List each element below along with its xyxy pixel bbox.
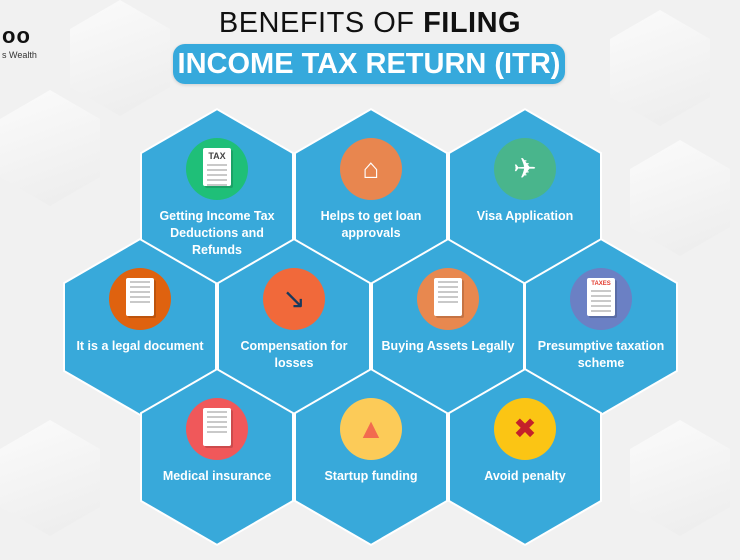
benefit-label: Buying Assets Legally: [381, 339, 515, 354]
benefit-label: Helps to get loan approvals: [320, 209, 422, 241]
icon-text: TAXES: [591, 281, 611, 288]
benefit-label: Compensation for losses: [240, 339, 348, 371]
house-loan-icon: ⌂: [340, 138, 402, 201]
document-shape: [434, 278, 462, 317]
hexagon-tile: ✖ Avoid penalty: [450, 370, 600, 544]
benefit-label: It is a legal document: [76, 339, 204, 354]
icon-glyph: ▲: [357, 413, 385, 445]
taxes-document-icon: TAXES: [570, 268, 632, 331]
title-line-1: BENEFITS OF FILING: [170, 6, 570, 40]
passport-visa-icon: ✈: [494, 138, 556, 201]
benefit-label: Medical insurance: [162, 469, 272, 484]
icon-glyph: ↘: [282, 283, 306, 315]
declining-chart-icon: ↘: [263, 268, 325, 331]
benefit-label: Getting Income Tax Deductions and Refund…: [159, 209, 275, 258]
logo: oo s Wealth: [2, 24, 72, 61]
background-hexagon: [0, 420, 100, 536]
benefit-label: Startup funding: [324, 469, 418, 484]
logo-tagline: s Wealth: [2, 50, 37, 60]
medical-clipboard-icon: [186, 398, 248, 461]
document-shape: TAX: [203, 148, 231, 187]
legal-document-icon: [109, 268, 171, 331]
hexagon-tile: ▲ Startup funding: [296, 370, 446, 544]
background-hexagon: [630, 420, 730, 536]
icon-glyph: ⌂: [362, 153, 380, 185]
logo-mark: oo: [2, 23, 31, 48]
hexagon-tile: TAXES Presumptive taxation scheme: [526, 240, 676, 414]
hexagon-tile: Medical insurance: [142, 370, 292, 544]
document-shape: TAXES: [587, 278, 615, 317]
benefit-label: Avoid penalty: [484, 469, 566, 484]
background-hexagon: [70, 0, 170, 116]
title-banner: INCOME TAX RETURN (ITR): [173, 44, 565, 84]
red-card-icon: ✖: [494, 398, 556, 461]
stamped-document-icon: [417, 268, 479, 331]
benefit-hexagon: ✖ Avoid penalty: [448, 368, 602, 546]
icon-glyph: ✈: [513, 153, 537, 185]
icon-glyph: ✖: [513, 413, 537, 445]
title-bold: FILING: [423, 7, 522, 39]
document-shape: [203, 408, 231, 447]
background-hexagon: [0, 90, 100, 206]
benefit-label: Presumptive taxation scheme: [537, 339, 665, 371]
background-hexagon: [630, 140, 730, 256]
background-hexagon: [610, 10, 710, 126]
benefit-label: Visa Application: [476, 209, 574, 224]
tax-form-icon: TAX: [186, 138, 248, 201]
document-shape: [126, 278, 154, 317]
benefit-hexagon: ↘ Compensation for losses: [217, 238, 371, 416]
title-regular: BENEFITS OF: [218, 7, 424, 39]
rocket-icon: ▲: [340, 398, 402, 461]
benefit-hexagon: TAX Getting Income Tax Deductions and Ref…: [140, 108, 294, 286]
icon-text: TAX: [208, 151, 226, 162]
